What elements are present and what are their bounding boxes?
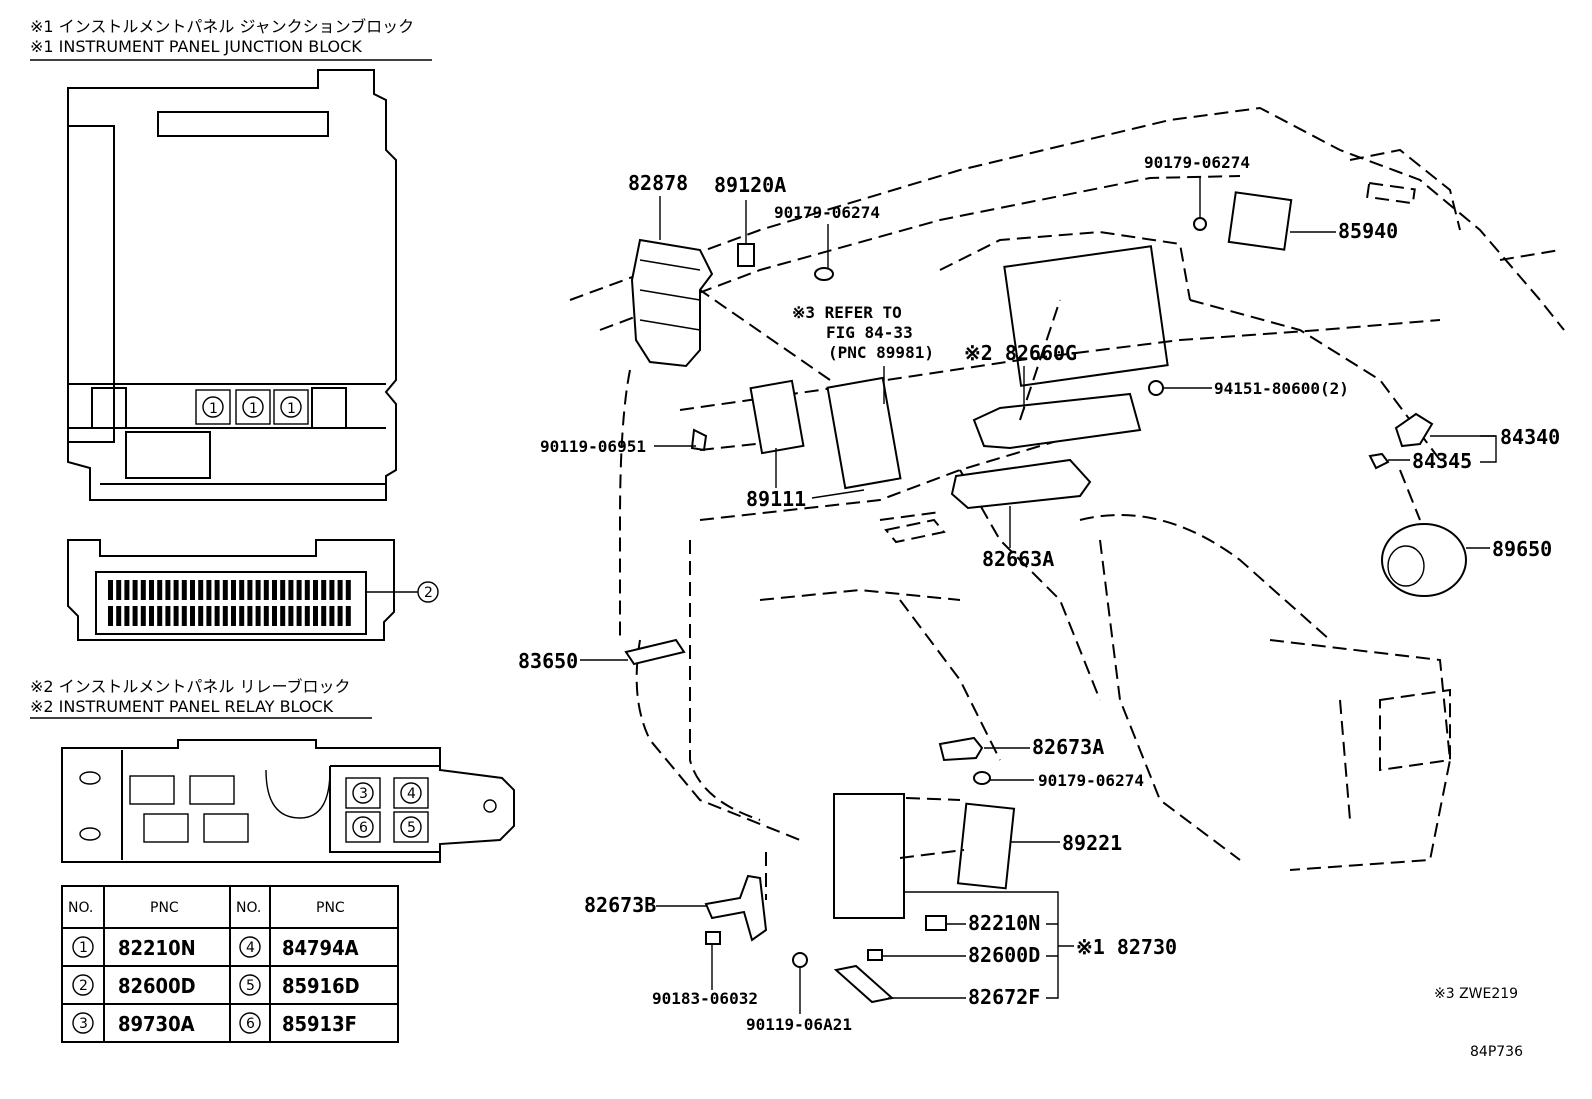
svg-text:4: 4: [407, 786, 416, 802]
refer-line-3: (PNC 89981): [828, 343, 934, 362]
table-header-no-2: NO.: [236, 900, 261, 916]
cushion-83650: [624, 638, 686, 666]
label-90179-06274-a: 90179-06274: [774, 203, 880, 222]
clip-90183: [705, 931, 721, 945]
label-82672F: 82672F: [968, 985, 1040, 1009]
refer-line-1: ※3 REFER TO: [792, 303, 902, 322]
svg-text:6: 6: [246, 1016, 255, 1032]
label-89221: 89221: [1062, 831, 1122, 855]
fuse-82600D: [867, 949, 883, 961]
sensor-84340: [1394, 412, 1434, 448]
table-pnc-1: 82210N: [118, 936, 196, 960]
label-82878: 82878: [628, 171, 688, 195]
relay-block-drawing: [61, 739, 515, 863]
table-header-pnc: PNC: [150, 900, 179, 916]
bracket-82663A: [950, 458, 1092, 510]
svg-text:1: 1: [209, 401, 218, 417]
nut-94151: [1148, 380, 1164, 396]
table-pnc-5: 85916D: [282, 974, 360, 998]
svg-text:3: 3: [79, 1016, 88, 1032]
svg-text:1: 1: [249, 401, 258, 417]
label-89650: 89650: [1492, 537, 1552, 561]
label-82673B: 82673B: [584, 893, 656, 917]
fuse-82210N: [925, 915, 947, 931]
jb-connector-face: [67, 539, 439, 641]
label-82600D: 82600D: [968, 943, 1040, 967]
svg-text:2: 2: [424, 585, 433, 601]
bracket-82878: [630, 238, 714, 368]
label-85940: 85940: [1338, 219, 1398, 243]
svg-text:5: 5: [407, 820, 416, 836]
figure-number: 84P736: [1470, 1044, 1523, 1060]
svg-text:2: 2: [79, 978, 88, 994]
label-90119-06A21: 90119-06A21: [746, 1015, 852, 1034]
table-pnc-2: 82600D: [118, 974, 196, 998]
rb-header-en: ※2 INSTRUMENT PANEL RELAY BLOCK: [30, 697, 334, 716]
svg-text:5: 5: [246, 978, 255, 994]
label-82210N: 82210N: [968, 911, 1040, 935]
puller-82672F: [833, 964, 895, 1004]
bolt-90119-b: [792, 952, 808, 968]
label-89120A: 89120A: [714, 173, 786, 197]
clip-89120A: [737, 243, 755, 267]
jb-header-jp: ※1 インストルメントパネル ジャンクションブロック: [30, 17, 414, 36]
label-82660G: ※2 82660G: [964, 341, 1077, 365]
switch-89650: [1381, 523, 1467, 597]
jb-header-en: ※1 INSTRUMENT PANEL JUNCTION BLOCK: [30, 37, 362, 56]
label-82663A: 82663A: [982, 547, 1054, 571]
nut-90179-a: [814, 267, 834, 281]
label-94151-80600: 94151-80600(2): [1214, 379, 1349, 398]
leader-lines: [580, 176, 1497, 1014]
label-82673A: 82673A: [1032, 735, 1104, 759]
module-89111: [749, 379, 805, 455]
nut-90179-c: [973, 771, 991, 785]
ecu-89981: [826, 376, 902, 490]
relay-block-82660G: [972, 392, 1142, 450]
bracket-82673B: [704, 874, 768, 942]
table-header-no: NO.: [68, 900, 93, 916]
nut-90179-b: [1193, 217, 1207, 231]
table-header-pnc-2: PNC: [316, 900, 345, 916]
label-90183-06032: 90183-06032: [652, 989, 758, 1008]
bracket-82673A: [938, 736, 984, 762]
label-82730: ※1 82730: [1076, 935, 1177, 959]
label-83650: 83650: [518, 649, 578, 673]
module-85940: [1227, 191, 1293, 251]
table-pnc-4: 84794A: [282, 936, 359, 960]
svg-text:1: 1: [287, 401, 296, 417]
pnc-table: [61, 885, 399, 1043]
table-pnc-6: 85913F: [282, 1012, 357, 1036]
ecu-89221: [956, 802, 1016, 890]
label-84345: 84345: [1412, 449, 1472, 473]
junction-block-drawing: [67, 69, 397, 501]
refer-line-2: FIG 84-33: [826, 323, 913, 342]
svg-text:4: 4: [246, 940, 255, 956]
label-90119-06951: 90119-06951: [540, 437, 646, 456]
label-90179-06274-c: 90179-06274: [1038, 771, 1144, 790]
label-89111: 89111: [746, 487, 806, 511]
rb-header-jp: ※2 インストルメントパネル リレーブロック: [30, 677, 350, 696]
svg-text:1: 1: [79, 940, 88, 956]
svg-text:3: 3: [359, 786, 368, 802]
junction-block-82730: [833, 793, 905, 919]
table-pnc-3: 89730A: [118, 1012, 195, 1036]
screw-90119-a: [690, 428, 708, 452]
label-84340: 84340: [1500, 425, 1560, 449]
label-90179-06274-b: 90179-06274: [1144, 153, 1250, 172]
note-zwe219: ※3 ZWE219: [1434, 986, 1518, 1002]
svg-text:6: 6: [359, 820, 368, 836]
nut-84345: [1368, 452, 1390, 470]
